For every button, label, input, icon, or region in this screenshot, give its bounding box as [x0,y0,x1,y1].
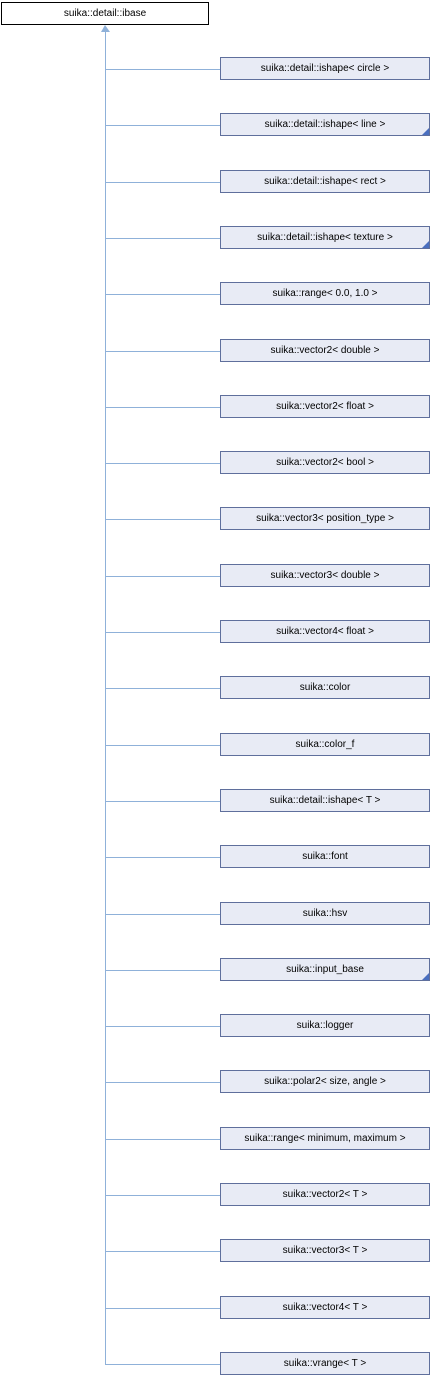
derived-class-node[interactable]: suika::vector3< T > [220,1239,430,1262]
base-class-node[interactable]: suika::detail::ibase [1,2,209,25]
inheritance-branch-line [105,1251,220,1252]
inheritance-branch-line [105,1364,220,1365]
derived-class-node[interactable]: suika::detail::ishape< line > [220,113,430,136]
derived-class-label: suika::color [299,682,351,693]
derived-class-node[interactable]: suika::vector2< float > [220,395,430,418]
inheritance-branch-line [105,632,220,633]
derived-class-node[interactable]: suika::range< 0.0, 1.0 > [220,282,430,305]
derived-class-label: suika::vector2< float > [276,401,374,412]
inheritance-trunk-line [105,31,106,1365]
inheritance-branch-line [105,1026,220,1027]
inheritance-branch-line [105,294,220,295]
base-class-label: suika::detail::ibase [63,8,147,19]
derived-class-label: suika::detail::ishape< texture > [257,232,393,243]
derived-class-label: suika::vector2< bool > [276,457,374,468]
derived-class-label: suika::vector3< double > [270,570,380,581]
derived-class-label: suika::detail::ishape< line > [264,119,386,130]
derived-class-label: suika::logger [296,1020,354,1031]
derived-class-node[interactable]: suika::vector4< float > [220,620,430,643]
inheritance-branch-line [105,745,220,746]
derived-class-node[interactable]: suika::range< minimum, maximum > [220,1127,430,1150]
derived-class-label: suika::vector3< T > [282,1245,368,1256]
more-subclasses-indicator-icon [422,128,429,135]
derived-class-label: suika::detail::ishape< circle > [260,63,390,74]
derived-class-label: suika::font [302,851,348,862]
inheritance-branch-line [105,801,220,802]
derived-class-label: suika::vector3< position_type > [256,513,394,524]
derived-class-node[interactable]: suika::logger [220,1014,430,1037]
derived-class-label: suika::vector2< double > [270,345,380,356]
inheritance-branch-line [105,407,220,408]
derived-class-node[interactable]: suika::vrange< T > [220,1352,430,1375]
derived-class-node[interactable]: suika::vector3< position_type > [220,507,430,530]
derived-class-node[interactable]: suika::color_f [220,733,430,756]
derived-class-label: suika::range< 0.0, 1.0 > [272,288,378,299]
inheritance-branch-line [105,688,220,689]
derived-class-label: suika::vector2< T > [282,1189,368,1200]
more-subclasses-indicator-icon [422,241,429,248]
inheritance-branch-line [105,69,220,70]
derived-class-label: suika::color_f [295,739,355,750]
derived-class-node[interactable]: suika::detail::ishape< circle > [220,57,430,80]
inheritance-branch-line [105,857,220,858]
inheritance-arrowhead [101,25,110,32]
inheritance-branch-line [105,1195,220,1196]
derived-class-node[interactable]: suika::hsv [220,902,430,925]
derived-class-label: suika::vector4< T > [282,1302,368,1313]
inheritance-branch-line [105,1139,220,1140]
derived-class-label: suika::detail::ishape< T > [269,795,381,806]
inheritance-branch-line [105,238,220,239]
inheritance-branch-line [105,463,220,464]
derived-class-node[interactable]: suika::color [220,676,430,699]
derived-class-node[interactable]: suika::vector3< double > [220,564,430,587]
inheritance-branch-line [105,351,220,352]
derived-class-label: suika::input_base [286,964,364,975]
derived-class-label: suika::detail::ishape< rect > [264,176,386,187]
inheritance-branch-line [105,914,220,915]
derived-class-node[interactable]: suika::font [220,845,430,868]
inheritance-branch-line [105,182,220,183]
derived-class-node[interactable]: suika::vector4< T > [220,1296,430,1319]
derived-class-label: suika::hsv [302,908,348,919]
inheritance-branch-line [105,970,220,971]
derived-class-label: suika::range< minimum, maximum > [244,1133,406,1144]
derived-class-node[interactable]: suika::vector2< bool > [220,451,430,474]
inheritance-branch-line [105,1308,220,1309]
derived-class-node[interactable]: suika::detail::ishape< rect > [220,170,430,193]
derived-class-label: suika::polar2< size, angle > [264,1076,386,1087]
derived-class-node[interactable]: suika::vector2< T > [220,1183,430,1206]
inheritance-branch-line [105,1082,220,1083]
more-subclasses-indicator-icon [422,973,429,980]
derived-class-node[interactable]: suika::detail::ishape< T > [220,789,430,812]
inheritance-branch-line [105,125,220,126]
derived-class-label: suika::vrange< T > [283,1358,367,1369]
inheritance-branch-line [105,576,220,577]
derived-class-node[interactable]: suika::vector2< double > [220,339,430,362]
inheritance-branch-line [105,519,220,520]
derived-class-node[interactable]: suika::input_base [220,958,430,981]
derived-class-label: suika::vector4< float > [276,626,374,637]
derived-class-node[interactable]: suika::detail::ishape< texture > [220,226,430,249]
derived-class-node[interactable]: suika::polar2< size, angle > [220,1070,430,1093]
